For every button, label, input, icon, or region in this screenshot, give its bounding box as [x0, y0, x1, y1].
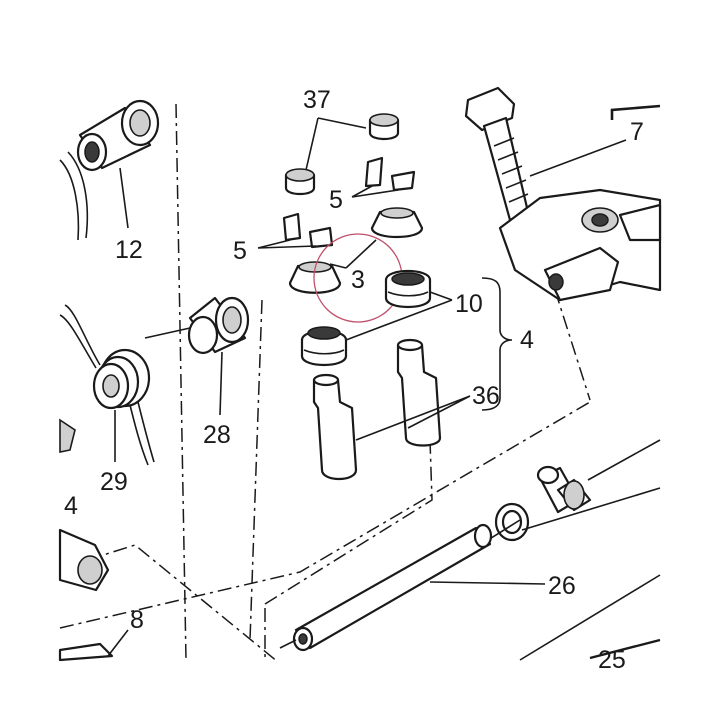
callout-29: 29 — [100, 468, 128, 496]
callout-25: 25 — [598, 646, 626, 674]
callout-7: 7 — [630, 118, 644, 146]
assembly-guide-lines — [59, 103, 591, 663]
callout-8: 8 — [130, 606, 144, 634]
callout-36: 36 — [472, 382, 500, 410]
leader-7 — [529, 139, 627, 177]
callout-37: 37 — [303, 86, 331, 114]
callout-4-left: 4 — [64, 492, 78, 520]
left-edge-fragments — [58, 418, 114, 662]
callout-10: 10 — [455, 290, 483, 318]
leader-26 — [429, 581, 546, 585]
part-25-edge — [589, 638, 661, 660]
bushing-28[interactable] — [187, 296, 250, 355]
callout-28: 28 — [203, 421, 231, 449]
leader-28 — [219, 351, 223, 416]
bolt-7[interactable] — [464, 86, 530, 222]
leader-10 — [345, 291, 453, 341]
leader-3 — [329, 239, 377, 269]
rocker-arm[interactable] — [498, 188, 662, 302]
callout-3: 3 — [351, 266, 365, 294]
spring-fragment-top — [59, 151, 89, 241]
leader-12 — [119, 167, 129, 229]
torsion-spring-29[interactable] — [59, 304, 155, 466]
retainer-3-left[interactable] — [288, 261, 342, 294]
stem-seal-10-left[interactable] — [300, 326, 348, 366]
leader-36 — [355, 395, 471, 441]
right-edge-line — [519, 574, 661, 661]
keeper-5-upper[interactable] — [364, 156, 416, 192]
plug-bolt[interactable] — [536, 465, 592, 514]
axis-28 — [144, 327, 191, 339]
leader-5-lower — [257, 239, 317, 249]
callout-5-upper: 5 — [329, 186, 343, 214]
callout-26: 26 — [548, 572, 576, 600]
callout-4-group: 4 — [520, 326, 534, 354]
retainer-3-right[interactable] — [370, 207, 424, 238]
bracket-group-4 — [481, 277, 513, 411]
callout-5-lower: 5 — [233, 237, 247, 265]
axis-26 — [279, 639, 297, 649]
valve-guide-36-right[interactable] — [396, 338, 442, 447]
valve-cap-37-left[interactable] — [284, 168, 316, 196]
valve-guide-36-left[interactable] — [312, 373, 358, 481]
leader-5-upper — [351, 185, 399, 198]
leader-8 — [107, 629, 129, 657]
callout-12: 12 — [115, 236, 143, 264]
valve-cap-37-right[interactable] — [368, 113, 400, 141]
stem-seal-10-right[interactable] — [384, 270, 432, 308]
rocker-shaft-26[interactable] — [292, 523, 493, 652]
leader-37 — [305, 117, 367, 171]
bushing-12[interactable] — [76, 99, 160, 172]
keeper-5-lower[interactable] — [282, 212, 334, 249]
frame-edge-7 — [610, 104, 661, 120]
washer[interactable] — [494, 502, 530, 542]
